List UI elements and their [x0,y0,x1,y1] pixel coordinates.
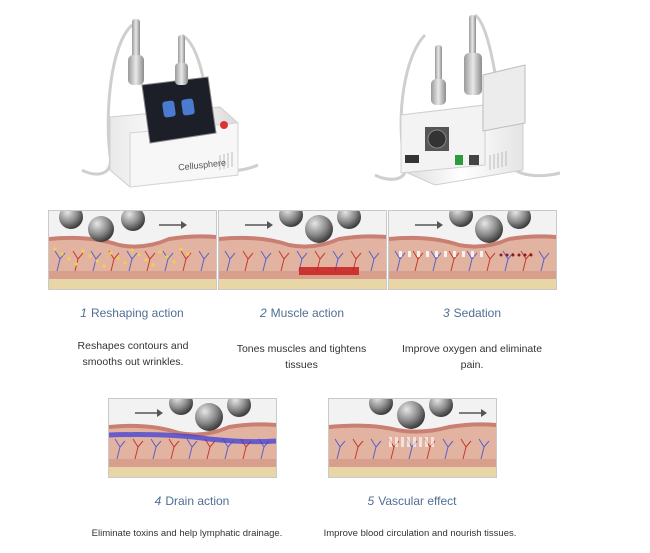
action-4-number: 4 [154,494,162,508]
action-1-illustration [48,210,217,290]
action-5-description: Improve blood circulation and nourish ti… [323,528,517,539]
action-2-label: Muscle action [270,306,345,320]
action-5-number: 5 [367,494,375,508]
device-front-view: Cellusphere [70,5,270,195]
action-4-label: Drain action [165,494,230,508]
action-4-illustration [108,398,277,478]
action-5-label: Vascular effect [378,494,457,508]
action-2-number: 2 [259,306,267,320]
action-5-illustration [328,398,497,478]
action-4-description: Eliminate toxins and help lymphatic drai… [91,528,283,539]
action-2-illustration [218,210,387,290]
action-2-description: Tones muscles and tightens tissues [236,343,367,371]
action-3-label: Sedation [453,306,502,320]
action-3-number: 3 [442,306,450,320]
action-3-illustration [388,210,557,290]
action-1-description: Reshapes contours and smooths out wrinkl… [77,340,189,368]
device-back-illustration [374,13,561,186]
action-3-description: Improve oxygen and eliminate pain. [401,343,543,371]
device-front-illustration [81,19,259,188]
action-1-number: 1 [80,306,87,320]
device-back-view [365,5,565,195]
action-1-label: Reshaping action [90,306,184,320]
